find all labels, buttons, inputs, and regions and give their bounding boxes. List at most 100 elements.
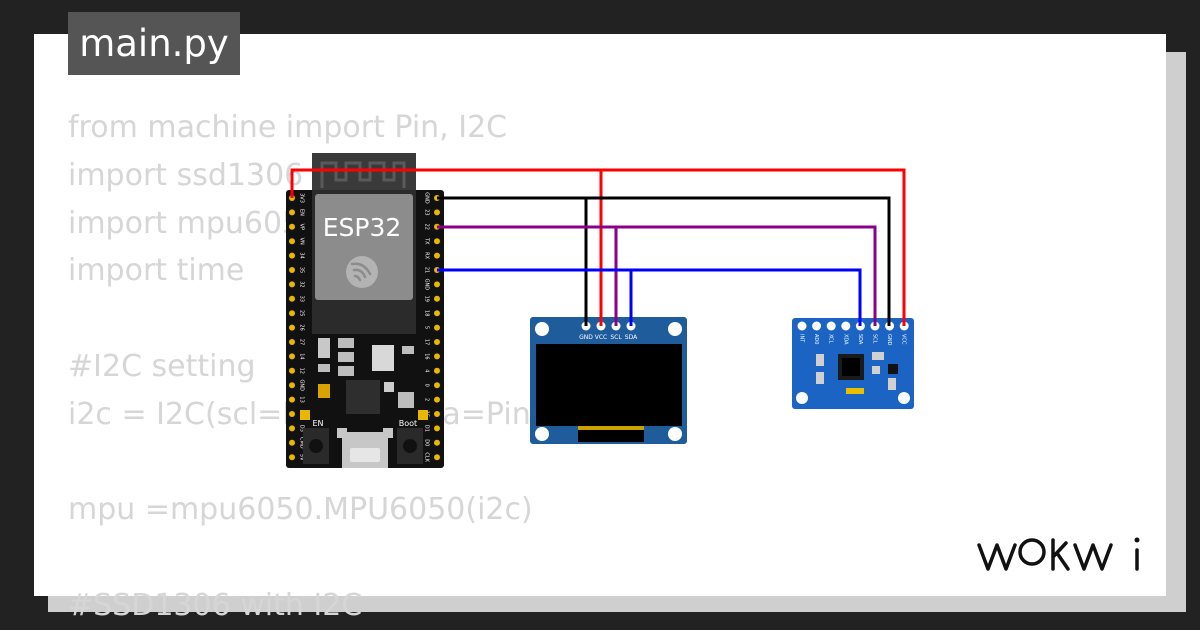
- pin-hole[interactable]: [289, 209, 295, 216]
- mpu-pin-label: GND: [886, 334, 892, 346]
- pin-hole[interactable]: [289, 382, 295, 389]
- pin-label: D0: [424, 439, 430, 446]
- pin-label: GND: [424, 192, 430, 204]
- pin-label: 12: [299, 368, 305, 374]
- pin-label: GND: [424, 279, 430, 291]
- pin-hole[interactable]: [434, 367, 440, 374]
- oled-screen: [536, 344, 682, 426]
- mpu-pin-label: XDA: [842, 334, 848, 345]
- pin-hole[interactable]: [289, 411, 295, 417]
- wokwi-logo: [977, 537, 1140, 571]
- mpu-pin[interactable]: [797, 321, 807, 331]
- esp32-board[interactable]: ESP32 3V3ENVPVN343532332526271412GND13D2…: [286, 153, 444, 468]
- pin-label: 34: [299, 252, 305, 258]
- pin-label: 18: [424, 310, 430, 316]
- pin-hole[interactable]: [289, 339, 295, 345]
- pin-hole[interactable]: [434, 295, 440, 302]
- pin-label: 4: [424, 369, 430, 372]
- wire-scl-mpu: [616, 225, 877, 326]
- pin-hole[interactable]: [289, 353, 295, 360]
- pin-label: EN: [299, 209, 305, 216]
- pin-hole[interactable]: [434, 324, 440, 331]
- pin-label: 5: [424, 326, 430, 329]
- pin-hole[interactable]: [289, 252, 295, 259]
- wire-vcc-oled: [290, 168, 603, 326]
- pin-hole[interactable]: [289, 324, 295, 331]
- pin-hole[interactable]: [289, 310, 295, 317]
- pin-hole[interactable]: [289, 425, 295, 432]
- mpu-pin[interactable]: [812, 321, 822, 331]
- pin-label: 26: [299, 324, 305, 330]
- pin-hole[interactable]: [434, 439, 440, 446]
- pin-hole[interactable]: [289, 238, 295, 245]
- pin-hole[interactable]: [289, 367, 295, 374]
- pin-hole[interactable]: [289, 454, 295, 461]
- pin-label: VN: [299, 238, 305, 245]
- pin-label: 23: [424, 209, 430, 215]
- pin-hole[interactable]: [434, 281, 440, 288]
- wire-sda-mpu: [631, 268, 862, 326]
- pin-label: 19: [424, 296, 430, 302]
- pin-hole[interactable]: [434, 411, 440, 417]
- boot-label: Boot: [399, 419, 417, 428]
- pin-label: VP: [299, 224, 305, 230]
- mpu-pin[interactable]: [826, 321, 836, 331]
- wire-scl-oled: [437, 225, 618, 326]
- wires: [290, 168, 906, 326]
- code-line: import ssd1306: [68, 157, 304, 193]
- file-tab[interactable]: main.py: [68, 12, 240, 75]
- espressif-logo-icon: [346, 256, 378, 288]
- esp32-label: ESP32: [323, 213, 402, 242]
- pin-hole[interactable]: [434, 209, 440, 216]
- wire-vcc-mpu: [601, 168, 906, 326]
- pin-hole[interactable]: [434, 454, 440, 461]
- en-label: EN: [312, 419, 323, 428]
- pin-label: 13: [299, 396, 305, 402]
- pin-hole[interactable]: [289, 439, 295, 446]
- pin-label: 2: [424, 398, 430, 401]
- pin-hole[interactable]: [434, 353, 440, 360]
- pin-hole[interactable]: [434, 425, 440, 432]
- pin-hole[interactable]: [289, 223, 295, 230]
- pin-hole[interactable]: [434, 238, 440, 245]
- code-line: #SSD1306 with I2C: [68, 587, 363, 623]
- pin-hole[interactable]: [434, 339, 440, 345]
- pin-label: 27: [299, 339, 305, 345]
- pin-hole[interactable]: [434, 310, 440, 317]
- pin-label: 35: [299, 267, 305, 273]
- pin-label: 32: [299, 281, 305, 287]
- pin-label: 33: [299, 296, 305, 302]
- pin-label: 14: [299, 353, 305, 359]
- code-line: #I2C setting: [68, 348, 256, 384]
- pin-hole[interactable]: [289, 267, 295, 273]
- wire-gnd-mpu: [586, 196, 891, 326]
- code-preview: from machine import Pin, I2C import ssd1…: [68, 104, 604, 630]
- pin-hole[interactable]: [289, 281, 295, 288]
- mpu-pin-label: INT: [799, 334, 805, 343]
- pin-hole[interactable]: [434, 396, 440, 403]
- pin-label: 17: [424, 339, 430, 345]
- wire-gnd-oled: [437, 196, 588, 326]
- usb-port-icon: [337, 428, 393, 468]
- pin-label: CMD: [299, 437, 305, 449]
- mpu-pin[interactable]: [841, 321, 851, 331]
- pin-label: 25: [299, 310, 305, 316]
- pin-hole[interactable]: [289, 295, 295, 302]
- pin-hole[interactable]: [289, 396, 295, 403]
- mpu-pin-label: SDA: [857, 334, 863, 345]
- esp32-left-header: 3V3ENVPVN343532332526271412GND13D2D3CMD5…: [289, 193, 305, 461]
- en-button[interactable]: [303, 428, 329, 464]
- code-line: import time: [68, 253, 245, 289]
- pin-hole[interactable]: [434, 382, 440, 389]
- pin-hole[interactable]: [434, 252, 440, 259]
- code-line: from machine import Pin, I2C: [68, 110, 508, 145]
- pin-label: 22: [424, 224, 430, 230]
- pin-label: 16: [424, 353, 430, 359]
- pin-label: 0: [424, 384, 430, 387]
- pin-label: CLK: [424, 452, 430, 462]
- oled-pin-label: SCL: [610, 334, 622, 341]
- boot-button[interactable]: [397, 428, 423, 464]
